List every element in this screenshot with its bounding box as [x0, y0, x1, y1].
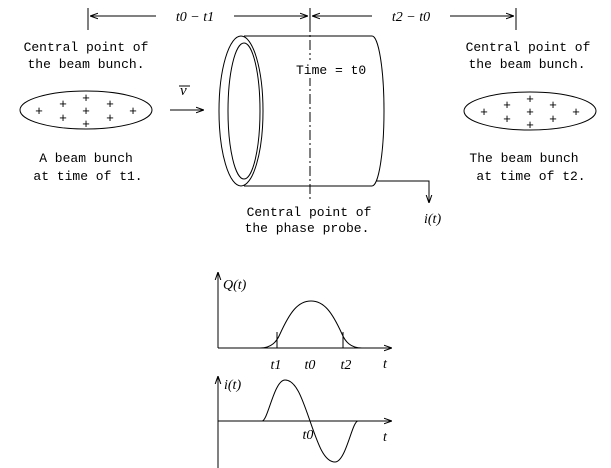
charge-plot: Q(t) t t1 t0 t2 [218, 272, 392, 373]
interval-left-label: t0 − t1 [176, 10, 214, 25]
charge-curve [259, 300, 363, 349]
current-plot: i(t) t t0 [218, 376, 392, 468]
signal-label: i(t) [424, 212, 441, 227]
bunch-right-ellipse [463, 91, 597, 131]
charge-mark: + [480, 105, 488, 120]
charge-mark: + [503, 98, 511, 113]
center-right-line1: Central point of [466, 40, 591, 55]
bunch-right-line2: at time of t2. [476, 169, 585, 184]
charge-mark: + [106, 111, 114, 126]
bunch-right-charges: + + + + + + + + + [480, 92, 580, 133]
current-xlabel: t [383, 430, 388, 445]
charge-mark: + [526, 118, 534, 133]
beam-bunch-left: Central point of the beam bunch. + + + +… [19, 40, 153, 184]
charge-mark: + [572, 105, 580, 120]
interval-dimension: t0 − t1 t2 − t0 [87, 6, 517, 30]
charge-mark: + [129, 104, 137, 119]
charge-mark: + [526, 92, 534, 107]
probe-line1: Central point of [247, 205, 372, 220]
charge-mark: + [82, 104, 90, 119]
probe-line2: the phase probe. [245, 221, 370, 236]
center-left-line1: Central point of [24, 40, 149, 55]
current-ylabel: i(t) [224, 378, 241, 393]
charge-mark: + [549, 112, 557, 127]
charge-mark: + [82, 91, 90, 106]
cylinder-back-rim [371, 35, 385, 187]
bunch-left-ellipse [19, 90, 153, 130]
charge-mark: + [526, 105, 534, 120]
center-right-line2: the beam bunch. [468, 57, 585, 72]
bunch-left-charges: + + + + + + + + + [35, 91, 137, 132]
charge-mark: + [106, 97, 114, 112]
beam-bunch-right: Central point of the beam bunch. + + + +… [463, 40, 597, 184]
bunch-left-line1: A beam bunch [39, 151, 133, 166]
charge-mark: + [35, 104, 43, 119]
phase-probe: Time = t0 i(t) Central point of the phas… [218, 22, 441, 236]
tick-t2: t2 [341, 358, 352, 373]
velocity-label: v [180, 83, 187, 99]
interval-right-label: t2 − t0 [392, 10, 430, 25]
current-tick-t0: t0 [303, 428, 314, 443]
bunch-right-line1: The beam bunch [469, 151, 578, 166]
current-curve [261, 379, 359, 463]
charge-mark: + [59, 97, 67, 112]
velocity-arrow: v [170, 83, 204, 110]
charge-mark: + [82, 117, 90, 132]
signal-output-line [376, 180, 429, 203]
tick-t0: t0 [305, 358, 316, 373]
bunch-left-line2: at time of t1. [33, 169, 142, 184]
cylinder-front-rim-inner [227, 42, 261, 180]
cylinder-front-rim-outer [218, 35, 264, 187]
center-left-line2: the beam bunch. [27, 57, 144, 72]
time-label: Time = t0 [296, 63, 366, 78]
charge-mark: + [503, 112, 511, 127]
tick-t1: t1 [271, 358, 282, 373]
charge-mark: + [549, 98, 557, 113]
charge-xlabel: t [383, 357, 388, 372]
charge-mark: + [59, 111, 67, 126]
charge-ylabel: Q(t) [223, 278, 247, 293]
